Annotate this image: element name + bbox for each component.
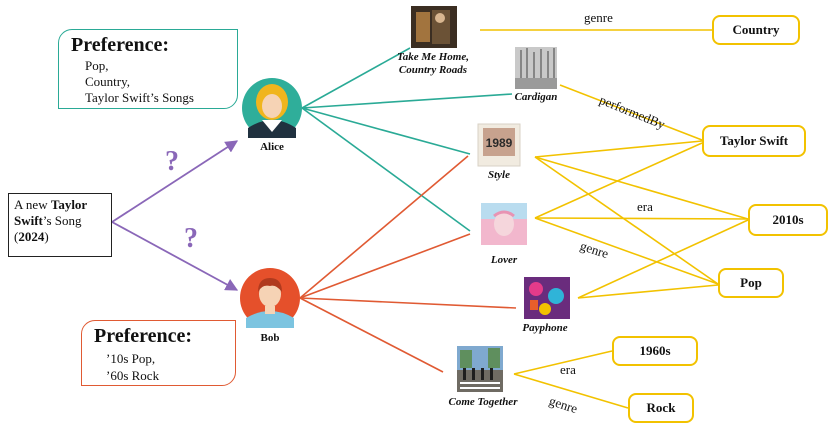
edge-style-taylorswift [534, 140, 703, 158]
song-label-lover: Lover [490, 254, 518, 266]
song-label-cometogether: Come Together [448, 396, 518, 408]
song-label-style: Style [488, 169, 510, 181]
bob-label: Bob [260, 332, 280, 344]
edge-query-alice [111, 140, 239, 223]
style-cover-text: 1989 [486, 136, 513, 150]
song-label-payphone: Payphone [522, 322, 568, 334]
entity-1960s: 1960s [612, 336, 698, 366]
edge-label-era: era [637, 199, 653, 214]
edge-cometogether-rock [513, 373, 629, 409]
new-song-query-box: A new Taylor Swift’s Song (2024) [8, 193, 112, 257]
edge-bob-payphone [299, 297, 517, 309]
entity-country: Country [712, 15, 800, 45]
bob-preference-box: Preference: ’10s Pop, ’60s Rock [81, 320, 236, 386]
edge-payphone-2010s [577, 219, 749, 299]
cover-lover [481, 203, 527, 245]
edge-style-pop [534, 156, 719, 285]
kg-edges [480, 29, 749, 409]
edge-alice-style [301, 107, 471, 155]
edge-bob-cometogether [299, 297, 444, 373]
song-label-takemehome: Take Me Home, Country Roads [378, 51, 488, 77]
query-prefix: A new [14, 197, 51, 212]
entity-taylor-swift: Taylor Swift [702, 125, 806, 157]
alice-preference-line: Country, [85, 74, 131, 89]
edge-payphone-pop [577, 284, 719, 299]
entity-pop: Pop [718, 268, 784, 298]
edge-lover-taylorswift [534, 142, 703, 219]
song-label-takemehome-line1: Take Me Home, [397, 51, 469, 63]
song-label-cardigan: Cardigan [514, 91, 558, 103]
edge-style-2010s [534, 156, 749, 220]
edge-label-era: era [560, 362, 576, 377]
cover-cardigan [515, 47, 557, 89]
edge-alice-lover [301, 107, 471, 232]
bob-preference-title: Preference: [94, 325, 193, 347]
query-suffix: ) [44, 229, 49, 244]
edge-query-bob [111, 221, 239, 291]
bob-preference-line: ’60s Rock [106, 368, 160, 383]
edge-alice-cardigan [301, 93, 513, 109]
alice-preference-title: Preference: [71, 34, 170, 56]
alice-preference-line: Taylor Swift’s Songs [85, 90, 194, 105]
edge-bob-lover [299, 233, 471, 299]
edge-bob-style [299, 155, 469, 299]
alice-edges [301, 47, 513, 232]
cover-takemehome [411, 6, 457, 48]
entity-rock: Rock [628, 393, 694, 423]
query-mid: ’s Song ( [14, 213, 82, 244]
edge-cometogether-1960s [513, 350, 613, 375]
cover-payphone [524, 277, 570, 319]
cover-style: 1989 [477, 123, 521, 167]
bob-preference-line: ’10s Pop, [106, 351, 156, 366]
song-label-takemehome-line2: Country Roads [398, 64, 468, 76]
question-mark-alice: ? [165, 146, 179, 177]
entity-2010s: 2010s [748, 204, 828, 236]
query-year: 2024 [18, 229, 45, 244]
bob-avatar [240, 268, 300, 328]
alice-preference-line: Pop, [85, 58, 109, 73]
query-artist: Taylor Swift [14, 197, 87, 228]
bob-edges [299, 155, 517, 373]
edge-lover-pop [534, 217, 719, 285]
edge-label-genre: genre [584, 10, 613, 25]
alice-avatar [242, 78, 302, 138]
alice-label: Alice [260, 141, 284, 153]
question-mark-bob: ? [184, 223, 198, 254]
edge-cardigan-taylorswift [559, 84, 703, 141]
cover-cometogether [457, 346, 503, 392]
alice-preference-box: Preference: Pop, Country, Taylor Swift’s… [58, 29, 238, 109]
edge-lover-2010s [534, 217, 749, 220]
query-edges [111, 140, 239, 291]
edge-alice-takemehome [301, 47, 411, 109]
